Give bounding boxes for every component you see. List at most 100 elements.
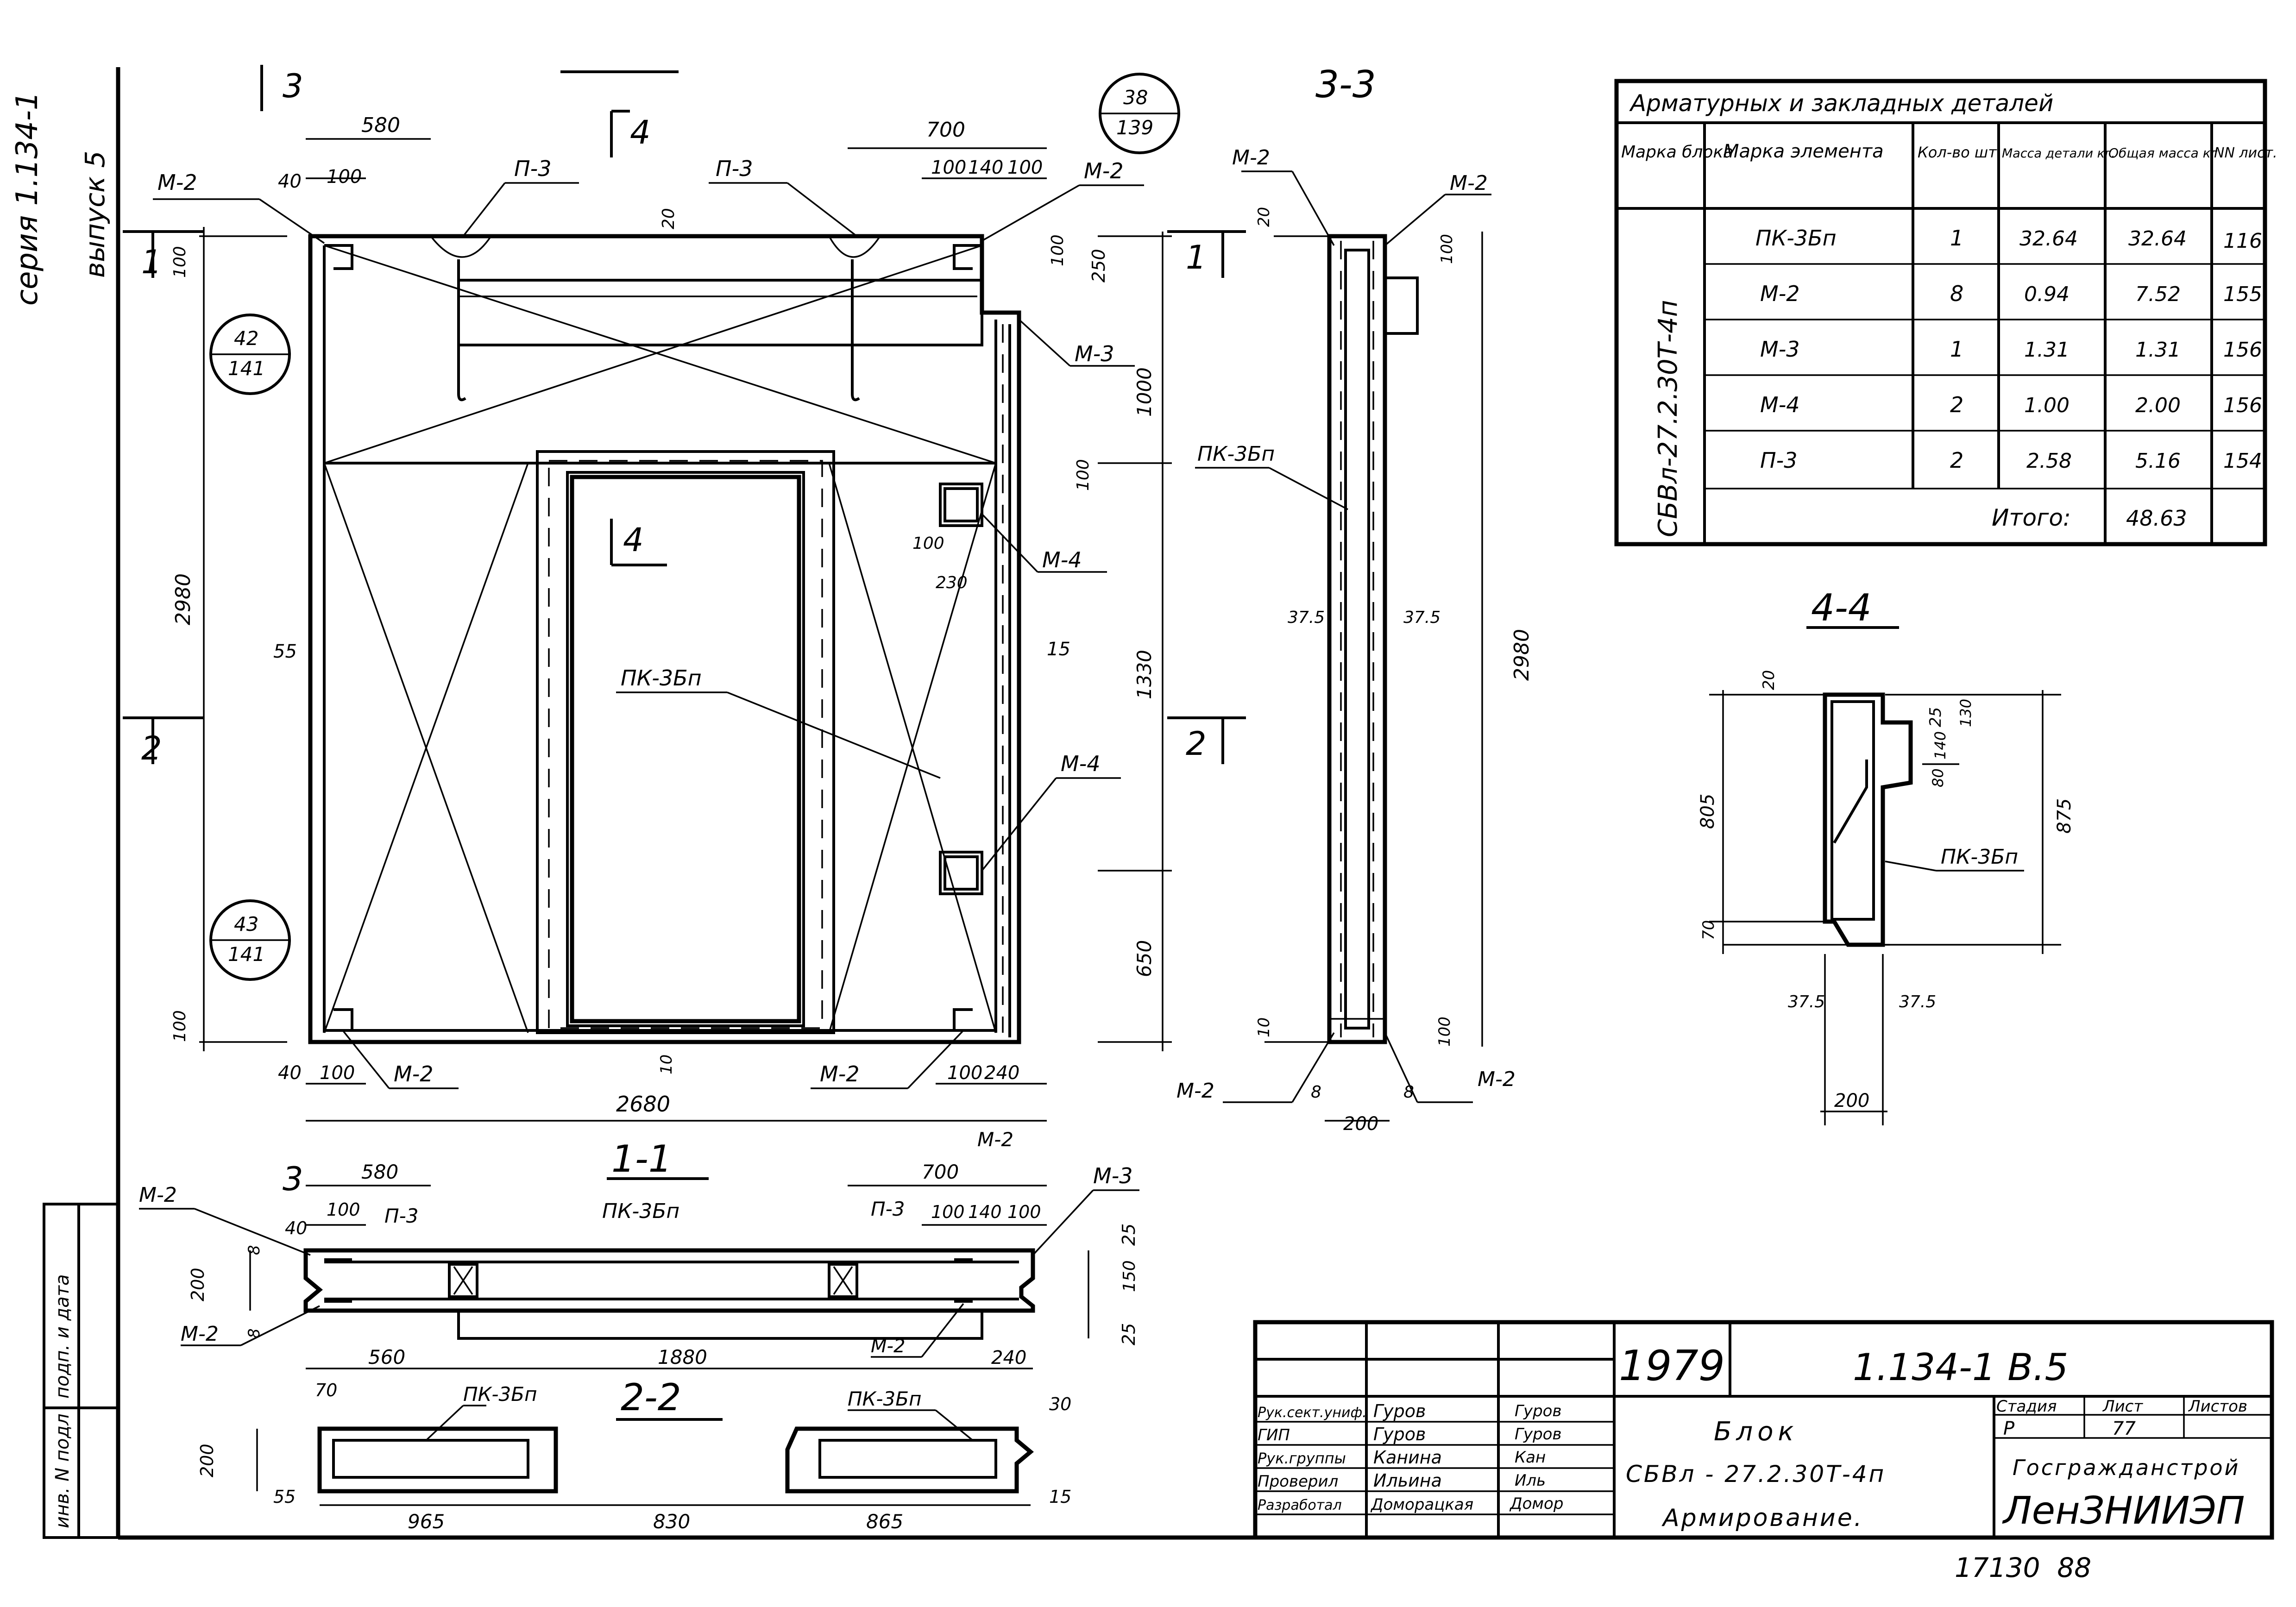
s44-dim-20: 20 bbox=[1760, 670, 1778, 690]
spec-row-2: М-2 8 0.94 7.52 155 bbox=[1760, 281, 2262, 306]
s11-p3-right: П-3 bbox=[871, 1198, 905, 1220]
role-1-sign: Гуров bbox=[1515, 1402, 1562, 1420]
role-2-title: ГИП bbox=[1258, 1426, 1290, 1444]
dim-100-bottom-r: 100 bbox=[947, 1062, 982, 1084]
section-1-1-title: 1-1 bbox=[611, 1137, 672, 1180]
callout-1-bottom: 139 bbox=[1116, 116, 1153, 139]
dim-650: 650 bbox=[1133, 940, 1156, 977]
s22-pk-left: ПК-3Бп bbox=[463, 1383, 537, 1406]
s44-label-pk: ПК-3Бп bbox=[1941, 845, 2018, 869]
s44-dim-805: 805 bbox=[1697, 794, 1718, 829]
s11-dim-560: 560 bbox=[368, 1346, 405, 1368]
section-mark-2-right: 2 bbox=[1186, 725, 1207, 763]
spec-row-1-qty: 1 bbox=[1950, 226, 1963, 251]
elevation-dimensions bbox=[199, 138, 1172, 1122]
spec-total-label: Итого: bbox=[1992, 504, 2071, 531]
dim-140-top: 140 bbox=[968, 157, 1003, 178]
dim-100-right: 100 bbox=[1048, 234, 1067, 266]
section-3-3-title: 3-3 bbox=[1315, 63, 1376, 106]
label-m4-b: М-4 bbox=[1061, 751, 1101, 776]
title-line-3: Армирование. bbox=[1661, 1504, 1863, 1532]
dim-1000: 1000 bbox=[1133, 367, 1156, 417]
s11-dim-100a: 100 bbox=[931, 1202, 965, 1222]
spec-row-5: П-3 2 2.58 5.16 154 bbox=[1760, 448, 2262, 473]
title-role-row-4: Проверил Ильина Иль bbox=[1258, 1470, 1546, 1491]
label-m2-bottom-right: М-2 bbox=[820, 1061, 860, 1086]
label-m4-a: М-4 bbox=[1042, 547, 1082, 572]
role-2-name: Гуров bbox=[1373, 1424, 1426, 1444]
org-line-1: Госгражданстрой bbox=[2013, 1455, 2240, 1480]
section-mark-1-left: 1 bbox=[141, 243, 162, 281]
left-stamp: инв. N подл подп. и дата bbox=[43, 1203, 120, 1539]
stage-value: Р bbox=[2003, 1418, 2015, 1439]
dim-100b-top: 100 bbox=[1007, 157, 1043, 178]
s11-dim-1880: 1880 bbox=[658, 1346, 707, 1368]
callout-38-139: 38 139 bbox=[1099, 73, 1180, 154]
s22-dim-70: 70 bbox=[315, 1380, 337, 1400]
section-3-3 bbox=[1195, 170, 1491, 1122]
spec-row-1-total: 32.64 bbox=[2128, 227, 2187, 251]
dim-100-top: 100 bbox=[327, 166, 362, 188]
spec-total-value: 48.63 bbox=[2126, 506, 2187, 531]
document-number: 17130 88 bbox=[1955, 1552, 2091, 1583]
spec-row-4-total: 2.00 bbox=[2135, 394, 2181, 417]
spec-row-5-total: 5.16 bbox=[2135, 449, 2181, 473]
s11-dim-580: 580 bbox=[361, 1161, 398, 1183]
spec-row-3-element: М-3 bbox=[1760, 337, 1800, 362]
role-3-name: Канина bbox=[1373, 1447, 1442, 1468]
role-3-sign: Кан bbox=[1515, 1448, 1546, 1467]
title-code: 1.134-1 В.5 bbox=[1853, 1346, 2068, 1389]
role-2-sign: Гуров bbox=[1515, 1425, 1562, 1444]
s11-m2-tl: М-2 bbox=[139, 1183, 177, 1207]
label-m2-top-left: М-2 bbox=[157, 170, 197, 195]
spec-table bbox=[1614, 79, 2267, 546]
s33-dim-100-bottom: 100 bbox=[1435, 1017, 1454, 1047]
role-4-title: Проверил bbox=[1258, 1472, 1338, 1491]
dim-230: 230 bbox=[936, 573, 968, 592]
dim-100-bottom: 100 bbox=[320, 1062, 355, 1084]
s33-m2-tl: М-2 bbox=[1232, 146, 1270, 169]
label-p3-left: П-3 bbox=[514, 156, 551, 181]
spec-row-2-total: 7.52 bbox=[2135, 282, 2181, 306]
label-m3: М-3 bbox=[1075, 341, 1114, 366]
spec-row-5-mass: 2.58 bbox=[2026, 449, 2072, 473]
dim-250: 250 bbox=[1088, 249, 1109, 282]
title-block bbox=[1253, 1320, 2274, 1540]
spec-row-2-qty: 8 bbox=[1950, 281, 1963, 306]
s33-m2-br: М-2 bbox=[1478, 1067, 1516, 1091]
spec-row-5-qty: 2 bbox=[1950, 448, 1963, 473]
s11-m3: М-3 bbox=[1093, 1163, 1133, 1188]
s11-m2-bl: М-2 bbox=[181, 1322, 219, 1346]
role-5-title: Разработал bbox=[1258, 1497, 1342, 1513]
s33-dim-20: 20 bbox=[1255, 207, 1273, 227]
s11-dim-150: 150 bbox=[1120, 1260, 1139, 1292]
dim-100-left: 100 bbox=[170, 246, 189, 278]
role-1-name: Гуров bbox=[1373, 1401, 1426, 1421]
role-5-sign: Домор bbox=[1509, 1494, 1563, 1513]
s44-dim-37-right: 37.5 bbox=[1899, 992, 1936, 1011]
dim-20: 20 bbox=[659, 208, 678, 229]
role-3-title: Рук.группы bbox=[1258, 1450, 1346, 1467]
spec-table-title: Арматурных и закладных деталей bbox=[1629, 90, 2053, 117]
s33-dim-37-left: 37.5 bbox=[1288, 608, 1325, 627]
spec-row-1-mass: 32.64 bbox=[2019, 227, 2078, 251]
dim-240-bottom: 240 bbox=[984, 1062, 1019, 1084]
spec-row-4-sheet: 156 bbox=[2223, 394, 2262, 417]
spec-row-3-qty: 1 bbox=[1950, 337, 1963, 362]
spec-row-4: М-4 2 1.00 2.00 156 bbox=[1760, 392, 2262, 417]
section-mark-4-window: 4 bbox=[623, 521, 644, 559]
s11-m2-tr: М-2 bbox=[977, 1128, 1013, 1151]
s33-dim-10: 10 bbox=[1255, 1017, 1273, 1037]
s11-dim-200: 200 bbox=[188, 1268, 208, 1301]
spec-row-3: М-3 1 1.31 1.31 156 bbox=[1760, 337, 2262, 362]
section-mark-4-top: 4 bbox=[630, 113, 651, 151]
spec-row-4-mass: 1.00 bbox=[2024, 394, 2070, 417]
dim-2980-left: 2980 bbox=[171, 573, 195, 625]
s44-dim-130: 130 bbox=[1957, 699, 1975, 727]
section-1-1 bbox=[139, 1177, 1139, 1369]
spec-row-2-sheet: 155 bbox=[2223, 282, 2262, 306]
stamp-inv-label: инв. N подл bbox=[52, 1413, 73, 1528]
s22-dim-30: 30 bbox=[1049, 1394, 1071, 1414]
s44-dim-140: 140 bbox=[1931, 731, 1949, 760]
